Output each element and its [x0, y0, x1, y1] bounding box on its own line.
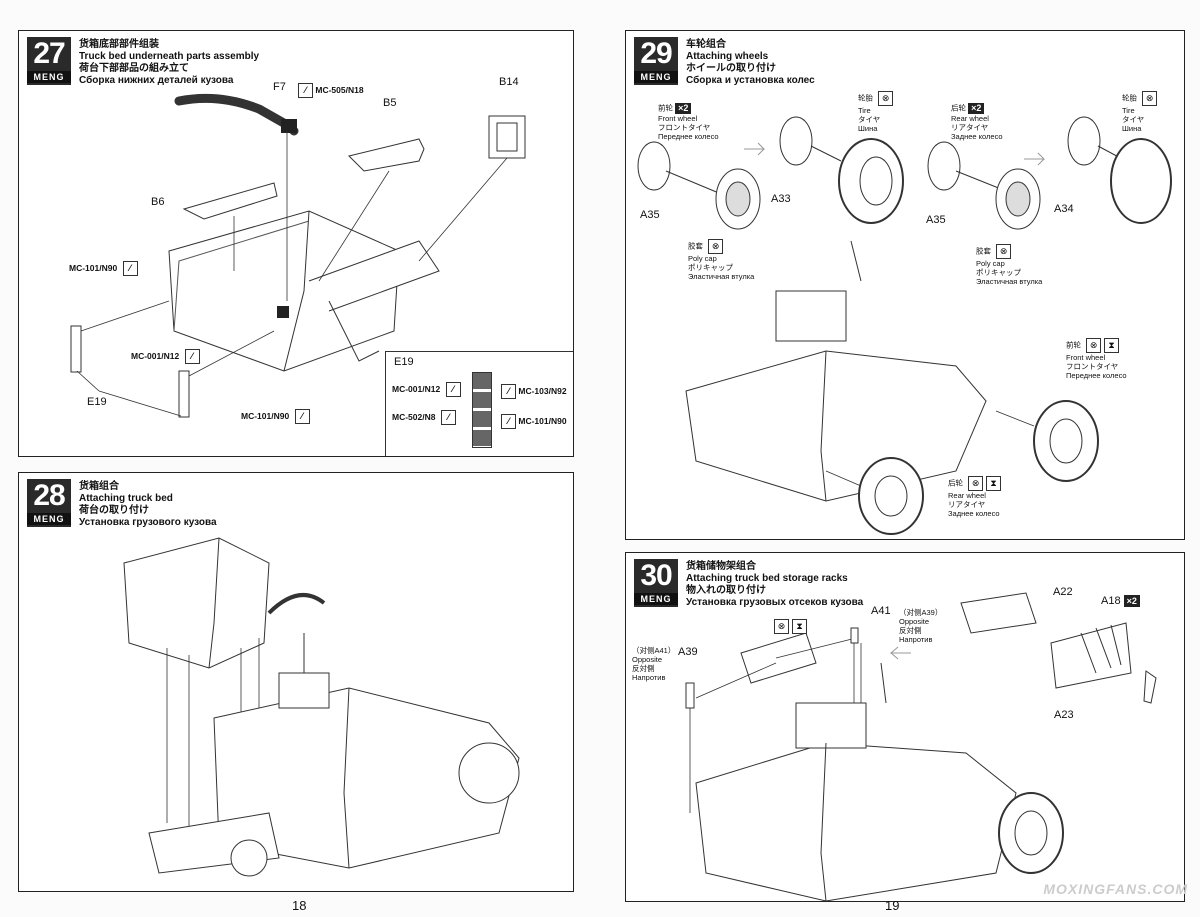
no-glue-icon: ⊗ — [1086, 338, 1102, 353]
part-label: A22 — [1053, 586, 1073, 598]
glue-icon: ⧗ — [986, 476, 1002, 491]
paint-icon: ⁄ — [501, 384, 516, 399]
tire-label: 轮胎 ⊗ Tire タイヤ Шина — [858, 91, 894, 133]
page-number: 19 — [885, 898, 900, 913]
front-wheel-label: 前轮 ⊗⧗ Front wheel フロントタイヤ Переднее колес… — [1066, 338, 1127, 380]
part-label: E19 — [87, 396, 107, 408]
glue-icon: ⧗ — [792, 619, 807, 635]
step-title: 货箱储物架组合 Attaching truck bed storage rack… — [686, 561, 864, 608]
part-label: A18 ×2 — [1101, 595, 1140, 608]
front-wheel-label: 前轮 ×2 Front wheel フロントタイヤ Переднее колес… — [658, 103, 719, 141]
opposite-note: （对侧A39） Opposite 反対側 Напротив — [899, 608, 943, 644]
polycap-label: 胶套 ⊗ Poly cap ポリキャップ Эластичная втулка — [976, 244, 1043, 286]
wheels-diagram — [637, 116, 1172, 535]
paint-icon: ⁄ — [122, 261, 138, 276]
paint-icon: ⁄ — [294, 409, 310, 424]
paint-icon: ⁄ — [298, 83, 313, 98]
no-glue-icon: ⊗ — [996, 244, 1012, 259]
step-title: 车轮组合 Attaching wheels ホイールの取り付け Сборка и… — [686, 39, 815, 86]
step-30-panel: 30 MENG 货箱储物架组合 Attaching truck bed stor… — [625, 552, 1185, 902]
paint-icon: ⁄ — [184, 349, 200, 364]
step-29-panel: 29 MENG 车轮组合 Attaching wheels ホイールの取り付け … — [625, 30, 1185, 540]
e19-inset: E19 MC-001/N12 ⁄ MC-502/N8 ⁄ ⁄ MC-103/N9… — [385, 351, 573, 456]
step-badge: 28 MENG — [27, 479, 71, 527]
part-label: A23 — [1054, 709, 1074, 721]
tire-label: 轮胎 ⊗ Tire タイヤ Шина — [1122, 91, 1158, 133]
part-label: A41 — [871, 605, 891, 617]
no-glue-icon: ⊗ — [968, 476, 984, 491]
no-glue-icons: ⊗⧗ — [771, 618, 807, 636]
paint-code: MC-101/N90 ⁄ — [241, 409, 310, 424]
part-label: B14 — [499, 76, 519, 88]
step-badge: 29 MENG — [634, 37, 678, 85]
watermark: MOXINGFANS.COM — [1043, 881, 1188, 897]
e19-part-preview — [472, 372, 492, 448]
part-label: A35 — [926, 214, 946, 226]
paint-code: ⁄ MC-505/N18 — [295, 83, 364, 98]
page-number: 18 — [292, 898, 307, 913]
rear-wheel-label: 后轮 ×2 Rear wheel リアタイヤ Заднее колесо — [951, 103, 1003, 141]
step-badge: 27 MENG — [27, 37, 71, 85]
no-glue-icon: ⊗ — [774, 619, 789, 635]
step-27-panel: 27 MENG 货箱底部部件组装 Truck bed underneath pa… — [18, 30, 574, 457]
paint-icon: ⁄ — [501, 414, 516, 429]
glue-icon: ⧗ — [1104, 338, 1120, 353]
truck-bed-diagram — [70, 93, 526, 418]
paint-icon: ⁄ — [445, 382, 461, 397]
part-label: F7 — [273, 81, 286, 93]
step-title: 货箱底部部件组装 Truck bed underneath parts asse… — [79, 39, 260, 86]
step-badge: 30 MENG — [634, 559, 678, 607]
no-glue-icon: ⊗ — [1142, 91, 1158, 106]
part-label: A39 — [678, 646, 698, 658]
part-label: A34 — [1054, 203, 1074, 215]
part-label: B6 — [151, 196, 165, 208]
vehicle-diagram — [123, 537, 520, 877]
step-title: 货箱组合 Attaching truck bed 荷台の取り付け Установ… — [79, 481, 217, 528]
step-28-panel: 28 MENG 货箱组合 Attaching truck bed 荷台の取り付け… — [18, 472, 574, 892]
rear-wheel-label: 后轮 ⊗⧗ Rear wheel リアタイヤ Заднее колесо — [948, 476, 1002, 518]
polycap-label: 胶套 ⊗ Poly cap ポリキャップ Эластичная втулка — [688, 239, 755, 281]
no-glue-icon: ⊗ — [708, 239, 724, 254]
opposite-note: （对侧A41） Opposite 反対側 Напротив — [632, 646, 676, 682]
paint-code: MC-001/N12 ⁄ — [131, 349, 200, 364]
part-label: A35 — [640, 209, 660, 221]
storage-rack-diagram — [685, 592, 1157, 901]
no-glue-icon: ⊗ — [878, 91, 894, 106]
paint-code: MC-101/N90 ⁄ — [69, 261, 138, 276]
paint-icon: ⁄ — [440, 410, 456, 425]
part-label: B5 — [383, 97, 397, 109]
part-label: A33 — [771, 193, 791, 205]
